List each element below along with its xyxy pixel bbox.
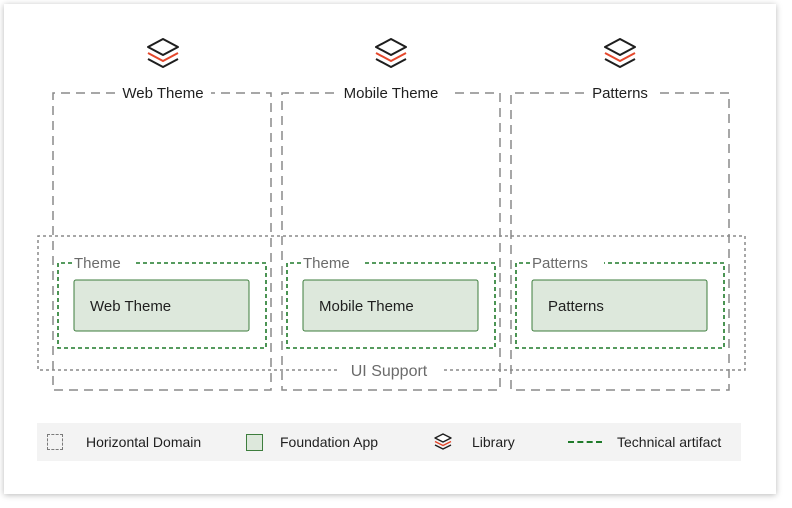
legend: Horizontal Domain Foundation App Library… [37, 423, 741, 461]
dashed-square-icon [47, 434, 63, 450]
column-title-patterns: Patterns [592, 85, 648, 102]
column-title-web-theme: Web Theme [122, 85, 203, 102]
domain-patterns [510, 92, 730, 391]
legend-item-horizontal-domain: Horizontal Domain [47, 423, 201, 461]
domain-web-theme [52, 92, 272, 391]
legend-item-foundation-app: Foundation App [246, 423, 378, 461]
foundation-app-label: Patterns [548, 298, 604, 315]
foundation-app-label: Mobile Theme [319, 298, 414, 315]
column-title-mobile-theme: Mobile Theme [344, 85, 439, 102]
dashed-line-icon [568, 441, 602, 443]
domain-mobile-theme [281, 92, 501, 391]
diagram-card [4, 4, 776, 494]
foundation-app-web-theme[interactable]: Web Theme [73, 279, 250, 332]
library-icon [375, 38, 407, 68]
foundation-app-mobile-theme[interactable]: Mobile Theme [302, 279, 479, 332]
artifact-group-theme-mobile: Theme [286, 255, 496, 349]
legend-label: Foundation App [280, 434, 379, 450]
artifact-group-theme-web: Theme [57, 255, 267, 349]
artifact-group-label: Theme [303, 255, 350, 272]
library-icon [433, 432, 453, 452]
legend-label: Horizontal Domain [86, 434, 202, 450]
foundation-app-patterns[interactable]: Patterns [531, 279, 708, 332]
foundation-app-label: Web Theme [90, 298, 171, 315]
horizontal-domain-ui-support [37, 235, 746, 371]
legend-item-library: Library [433, 423, 515, 461]
horizontal-domain-label: UI Support [351, 363, 428, 380]
green-square-icon [246, 433, 263, 451]
legend-label: Technical artifact [617, 434, 722, 450]
library-icon [604, 38, 636, 68]
artifact-group-patterns: Patterns [515, 255, 725, 349]
library-icon [147, 38, 179, 68]
legend-item-technical-artifact: Technical artifact [568, 423, 721, 461]
artifact-group-label: Patterns [532, 255, 588, 272]
artifact-group-label: Theme [74, 255, 121, 272]
legend-label: Library [472, 434, 515, 450]
